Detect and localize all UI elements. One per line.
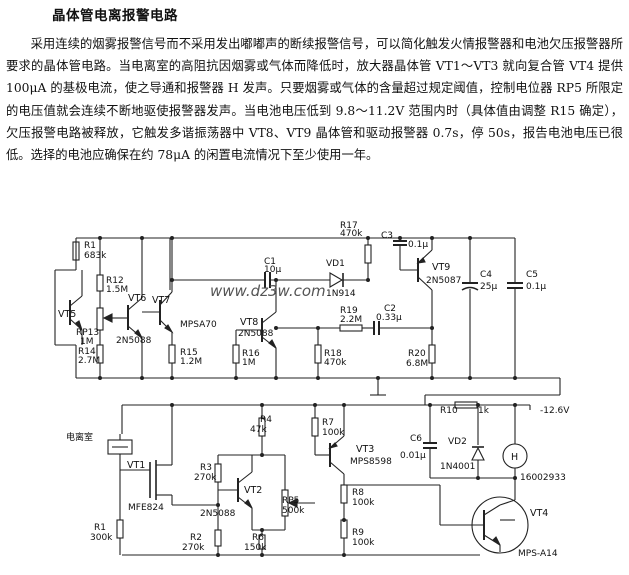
value-vt8: 2N5088 [238,329,274,339]
label-h: H [511,452,518,463]
value-vt4: MPS-A14 [518,549,558,559]
label-c5: C5 [526,270,538,280]
label-r7: R7 [322,418,334,428]
value-c6: 0.01μ [400,451,426,461]
label-r14: R14 [78,347,96,357]
label-ion-chamber: 电离室 [66,431,93,443]
label-r3: R3 [200,463,212,473]
label-mpsa70: MPSA70 [180,320,217,330]
label-vt8: VT8 [240,317,258,328]
label-r12: R12 [106,276,124,286]
value-r10: 1k [478,406,490,416]
resistor-r16 [232,344,240,364]
value-c5: 0.1μ [526,282,546,292]
resistor-r1-top [72,241,80,261]
label-r2: R2 [190,533,202,543]
label-r9: R9 [352,528,364,538]
label-vt4: VT4 [530,508,548,519]
value-c3: 0.1μ [408,240,428,250]
resistor-r19 [339,324,363,332]
value-vt9: 2N5087 [426,276,461,286]
page-title: 晶体管电离报警电路 [52,8,178,24]
resistor-r15 [168,344,176,364]
label-r10: R10 [440,406,458,416]
label-r16: R16 [242,349,260,359]
label-r6: R6 [252,533,264,543]
resistor-r12 [96,274,104,292]
value-vt2: 2N5088 [200,509,236,519]
label-vt1: VT1 [127,460,145,471]
label-rp13: RP13 [76,328,99,338]
resistor-r2 [214,529,222,547]
label-vt5: VT5 [58,309,76,320]
value-c2: 0.33μ [376,313,402,323]
label-c4: C4 [480,270,492,280]
label-r19: R19 [340,306,358,316]
label-c3: C3 [381,231,393,241]
resistor-r17 [364,244,372,264]
value-r9: 100k [352,538,375,548]
label-r18: R18 [324,349,342,359]
value-r8: 100k [352,498,375,508]
label-r8: R8 [352,488,364,498]
value-rp5: 500k [282,506,305,516]
supply-voltage: -12.6V [540,406,570,416]
label-r20: R20 [408,349,426,359]
value-r6: 150k [244,543,267,553]
description-text: 采用连续的烟雾报警信号而不采用发出嘟嘟声的断续报警信号，可以简化触发火情报警器和… [6,37,623,163]
value-vt1: MFE824 [128,503,164,513]
value-r3: 270k [194,473,217,483]
potentiometer-rp13 [96,307,104,331]
diode-vd1 [329,272,344,288]
value-c1: 10μ [264,265,281,275]
value-r18: 470k [324,358,347,368]
label-c1: C1 [264,257,276,267]
label-r1: R1 [94,523,106,533]
label-2n5088-vt6: 2N5088 [116,336,152,346]
label-vt6: VT6 [128,293,146,304]
label-vd2: VD2 [448,437,467,447]
resistor-r1 [116,519,124,539]
label-rp5: RP5 [282,496,299,506]
label-r1-top: R1 [84,241,96,251]
label-vt2: VT2 [244,485,262,496]
label-r4: R4 [260,415,272,425]
diode-vd2 [471,446,485,461]
value-r7: 100k [322,428,345,438]
label-vd1: VD1 [326,259,345,269]
value-r1: 300k [90,533,113,543]
value-r16: 1M [242,358,256,368]
value-r14: 2.7M [78,356,100,366]
resistor-r7 [311,417,319,437]
value-h: 16002933 [520,473,566,483]
watermark: www.dz3w.com [210,282,326,300]
value-r12: 1.5M [106,285,128,295]
label-r15: R15 [180,348,198,358]
resistor-r20 [428,344,436,364]
value-r4: 47k [250,425,267,435]
value-vt3: MPS8598 [350,457,392,467]
description-paragraph: 采用连续的烟雾报警信号而不采用发出嘟嘟声的断续报警信号，可以简化触发火情报警器和… [6,33,623,166]
junction-dots [98,236,517,557]
resistor-r9 [340,519,348,539]
label-c6: C6 [410,434,422,444]
label-vt7: VT7 [152,295,170,306]
value-r19: 2.2M [340,315,362,325]
value-r17: 470k [340,229,363,239]
label-c2: C2 [384,304,396,314]
label-vt3: VT3 [356,444,374,455]
value-c4: 25μ [480,282,497,292]
label-vt9: VT9 [432,262,450,273]
value-vd2: 1N4001 [440,462,475,472]
label-r17: R17 [340,221,358,231]
value-r2: 270k [182,543,205,553]
value-vd1: 1N914 [326,289,356,299]
resistor-r8 [340,484,348,504]
value-r15: 1.2M [180,357,202,367]
resistor-r18 [314,344,322,364]
value-r1-top: 683k [84,251,107,261]
value-rp13: 1M [80,337,94,347]
value-r20: 6.8M [406,359,428,369]
